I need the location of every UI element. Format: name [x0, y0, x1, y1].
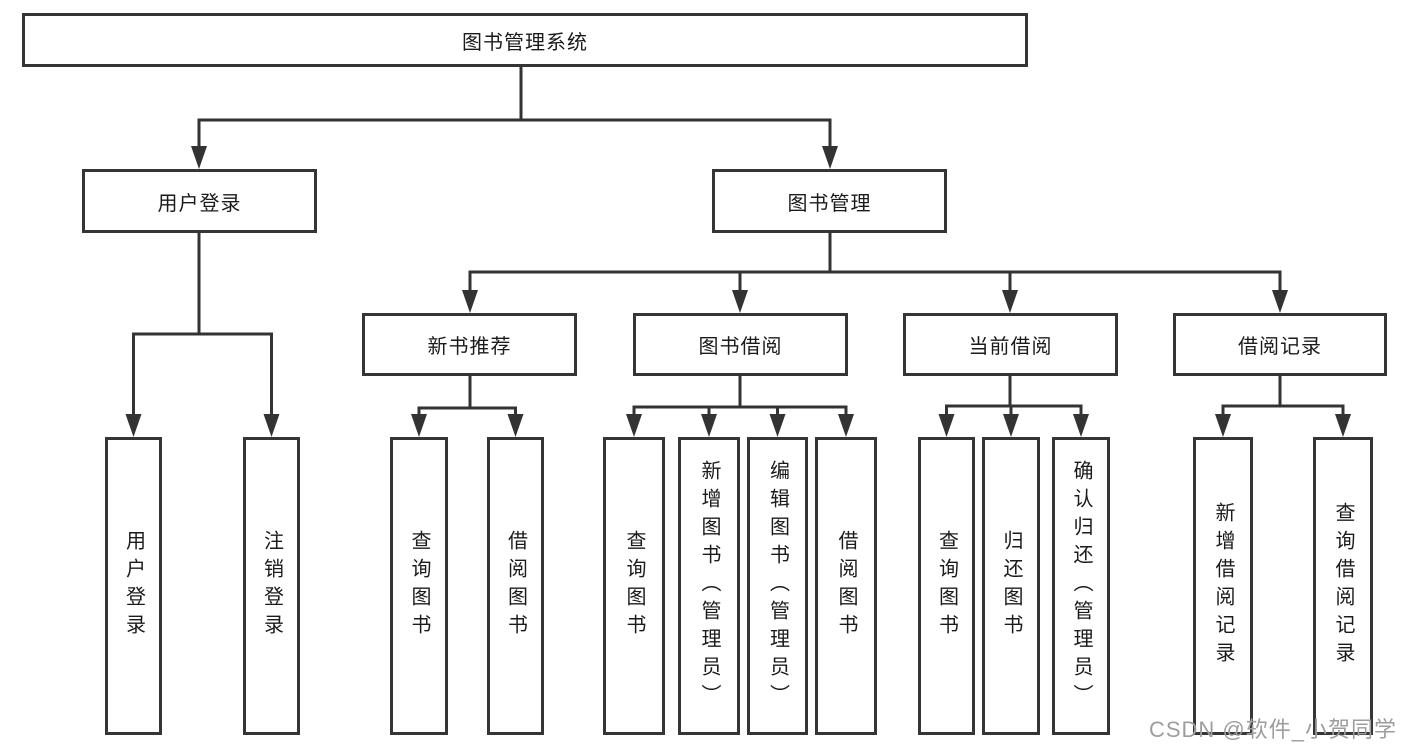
- leaf-borrow-books-recommend: 借阅图书: [487, 437, 544, 735]
- node-user-login: 用户登录: [82, 169, 317, 233]
- leaf-confirm-return-admin: 确认归还（管理员）: [1052, 437, 1110, 735]
- node-book-management: 图书管理: [712, 169, 947, 233]
- node-current-borrowing: 当前借阅: [903, 313, 1118, 376]
- node-library-management-system: 图书管理系统: [22, 13, 1028, 67]
- leaf-borrow-books: 借阅图书: [815, 437, 877, 735]
- arrowheads: [125, 146, 1351, 437]
- node-new-book-recommendation: 新书推荐: [362, 313, 577, 376]
- leaf-user-login: 用户登录: [105, 437, 162, 735]
- watermark: CSDN @软件_小贺同学: [1148, 717, 1397, 742]
- leaf-query-books-recommend: 查询图书: [390, 437, 448, 735]
- leaf-query-books-borrow: 查询图书: [603, 437, 665, 735]
- leaf-logout: 注销登录: [243, 437, 300, 735]
- leaf-add-book-admin: 新增图书（管理员）: [678, 437, 740, 735]
- leaf-add-borrow-record: 新增借阅记录: [1193, 437, 1253, 735]
- leaf-return-books: 归还图书: [982, 437, 1040, 735]
- leaf-edit-book-admin: 编辑图书（管理员）: [747, 437, 808, 735]
- node-borrowing-records: 借阅记录: [1173, 313, 1387, 376]
- node-book-borrowing: 图书借阅: [633, 313, 848, 376]
- leaf-query-borrow-record: 查询借阅记录: [1313, 437, 1373, 735]
- leaf-query-books-current: 查询图书: [918, 437, 975, 735]
